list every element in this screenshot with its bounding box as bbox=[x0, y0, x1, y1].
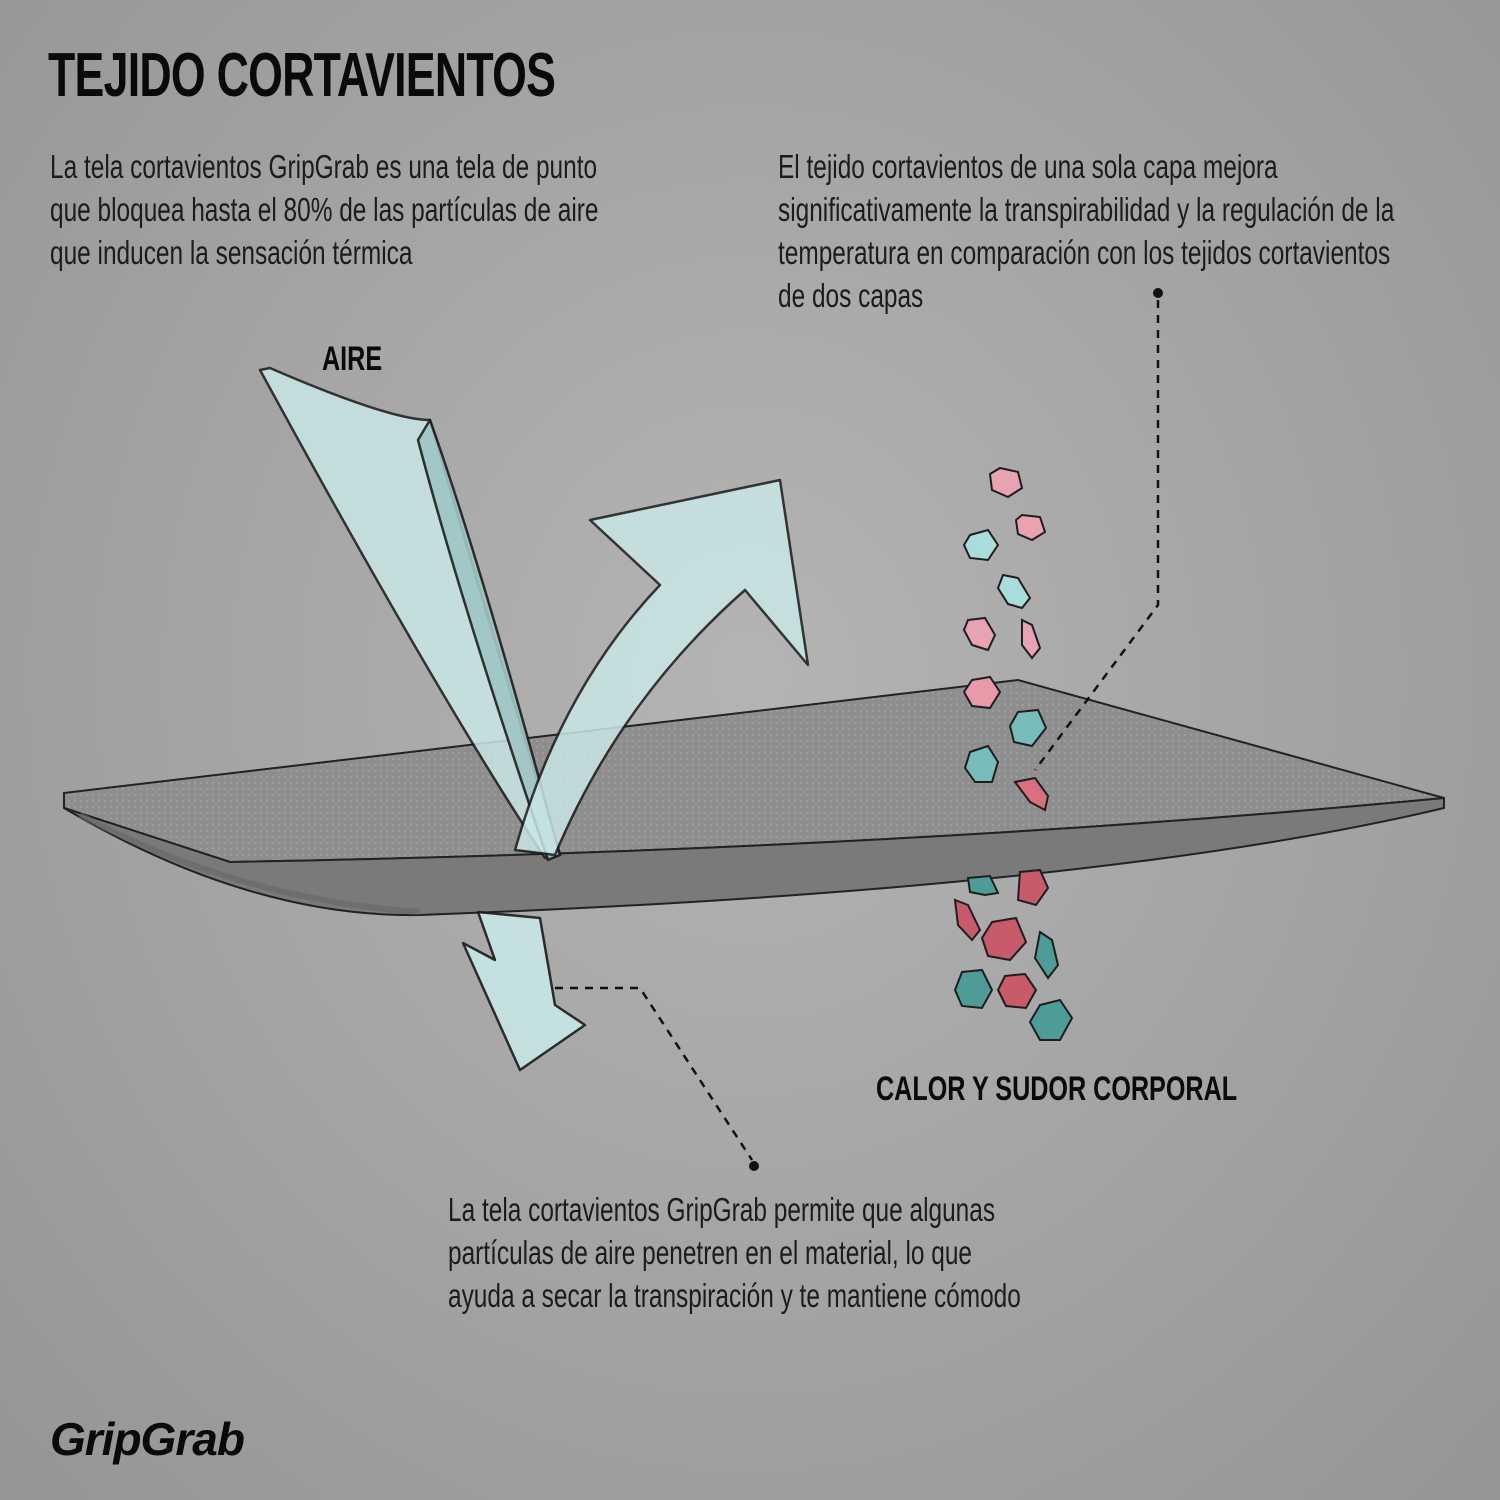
heat-sweat-label: CALOR Y SUDOR CORPORAL bbox=[876, 1070, 1238, 1108]
intro-text: La tela cortavientos GripGrab es una tel… bbox=[50, 145, 598, 274]
note-line: La tela cortavientos GripGrab permite qu… bbox=[448, 1191, 996, 1228]
gripgrab-logo: GripGrab bbox=[50, 1413, 245, 1465]
intro-line: La tela cortavientos GripGrab es una tel… bbox=[50, 148, 598, 185]
note-line: de dos capas bbox=[778, 277, 924, 314]
particle bbox=[962, 616, 997, 652]
particle bbox=[963, 744, 1000, 783]
intro-line: que inducen la sensación térmica bbox=[50, 234, 413, 271]
fabric-sheet bbox=[63, 678, 1445, 917]
page-title: TEJIDO CORTAVIENTOS bbox=[48, 41, 556, 110]
penetration-note: La tela cortavientos GripGrab permite qu… bbox=[448, 1188, 1021, 1317]
particle bbox=[1033, 930, 1060, 980]
particle bbox=[1016, 868, 1050, 907]
particle bbox=[996, 972, 1038, 1010]
particle bbox=[1021, 618, 1042, 660]
note-line: partículas de aire penetren en el materi… bbox=[448, 1234, 973, 1271]
particle bbox=[996, 573, 1032, 610]
particle bbox=[1014, 513, 1047, 542]
particle bbox=[988, 466, 1024, 499]
note-line: temperatura en comparación con los tejid… bbox=[778, 234, 1391, 271]
air-arrow-incoming bbox=[258, 366, 562, 862]
air-arrow-penetrating bbox=[461, 910, 587, 1072]
particle bbox=[1028, 998, 1074, 1041]
particle bbox=[1013, 776, 1050, 812]
heat-sweat-particles bbox=[953, 466, 1074, 1041]
particle bbox=[953, 898, 982, 942]
leader-line-single-layer bbox=[1033, 288, 1163, 771]
particle bbox=[953, 968, 994, 1010]
intro-line: que bloquea hasta el 80% de las partícul… bbox=[50, 191, 599, 228]
note-line: significativamente la transpirabilidad y… bbox=[778, 191, 1395, 228]
particle bbox=[962, 675, 1002, 710]
single-layer-note: El tejido cortavientos de una sola capa … bbox=[778, 145, 1394, 317]
note-line: El tejido cortavientos de una sola capa … bbox=[778, 148, 1278, 185]
particle bbox=[966, 874, 1000, 897]
leader-line-penetration bbox=[555, 986, 759, 1171]
note-line: ayuda a secar la transpiración y te mant… bbox=[448, 1277, 1021, 1314]
air-arrow-reflected bbox=[513, 478, 810, 857]
particle bbox=[1008, 708, 1048, 748]
particle bbox=[962, 528, 1000, 562]
particle bbox=[980, 916, 1028, 962]
air-label: AIRE bbox=[322, 340, 383, 378]
